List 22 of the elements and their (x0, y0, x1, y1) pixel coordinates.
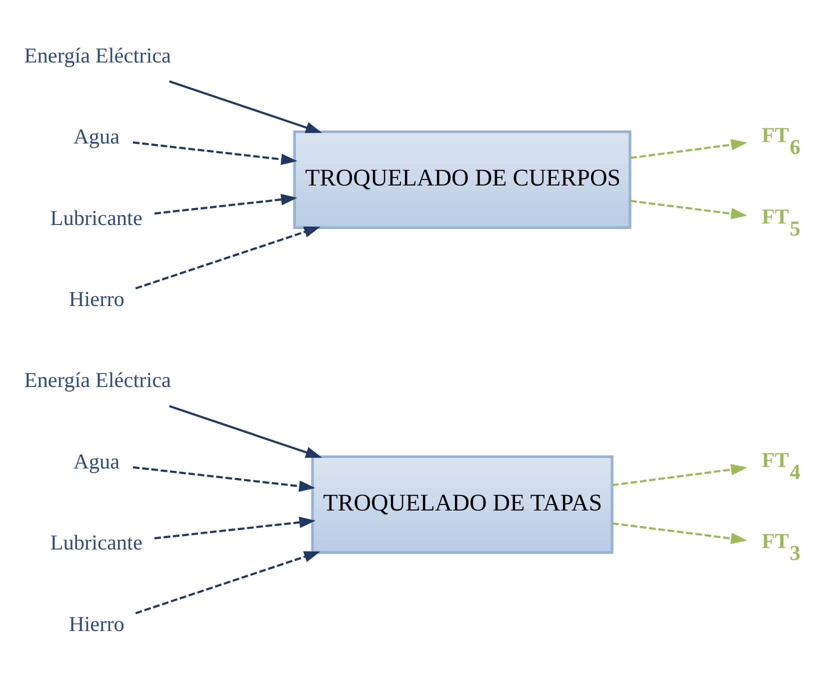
arrow (132, 140, 298, 164)
node-text: Hierro (68, 611, 124, 636)
arrow (154, 193, 298, 214)
arrow (132, 466, 316, 492)
arrow (135, 226, 320, 289)
node-box: TROQUELADO DE CUERPOS (293, 130, 632, 229)
arrow (612, 522, 748, 544)
arrow (169, 80, 322, 133)
arrow (612, 463, 748, 486)
node-text: Agua (74, 448, 120, 473)
arrow (154, 516, 316, 539)
node-box: TROQUELADO DE TAPAS (311, 454, 614, 554)
arrow (169, 404, 322, 458)
node-text: Hierro (68, 286, 124, 310)
arrow (630, 199, 748, 219)
arrow (135, 550, 320, 614)
node-text: Lubricante (50, 205, 142, 230)
node-text: Energía Eléctrica (24, 368, 172, 392)
node-text: Energía Eléctrica (24, 42, 172, 67)
node-text: Agua (74, 124, 120, 148)
node-text: Lubricante (50, 530, 142, 554)
arrow (630, 138, 748, 159)
